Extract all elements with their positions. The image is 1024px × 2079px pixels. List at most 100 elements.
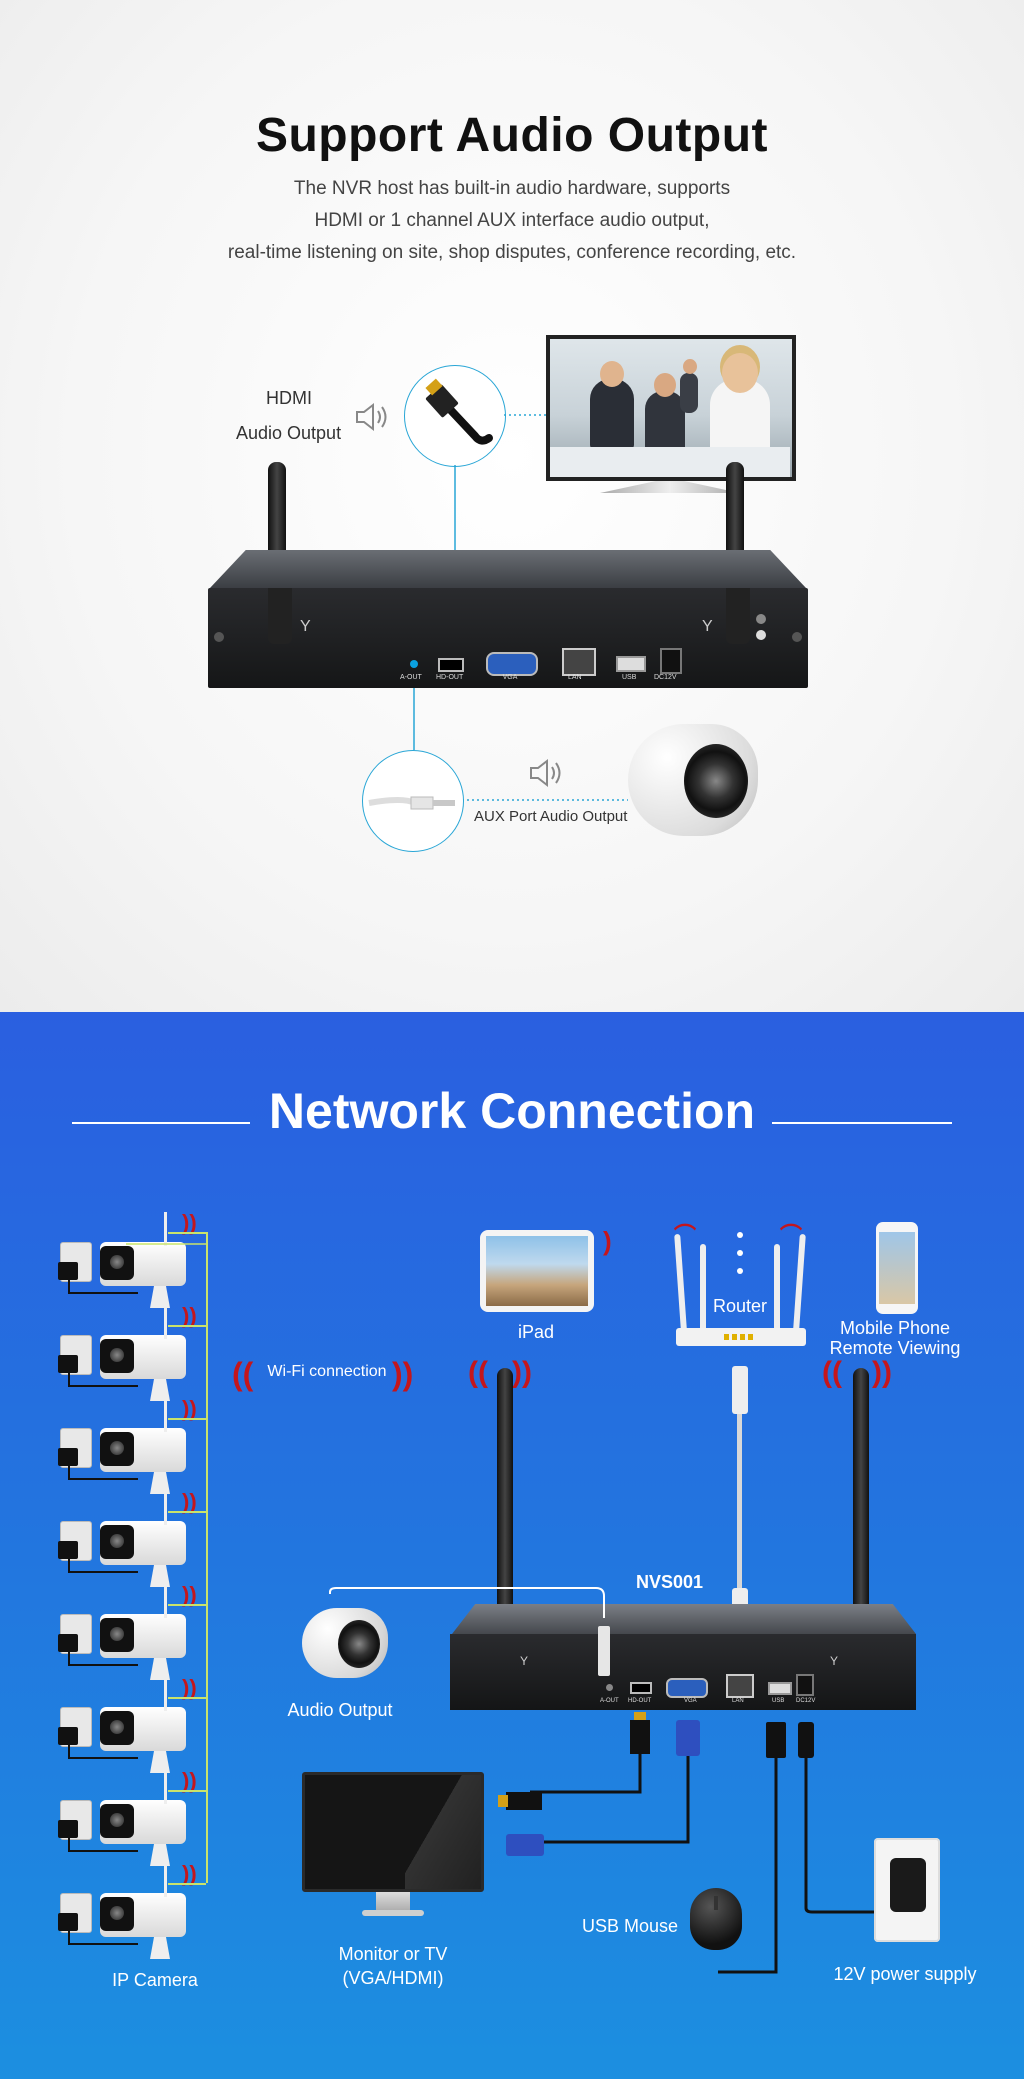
monitor-image	[302, 1772, 484, 1892]
camera-link-line	[168, 1697, 206, 1699]
screw-left	[214, 632, 224, 642]
camera-antenna	[164, 1584, 167, 1618]
title-divider-left	[72, 1122, 250, 1124]
port-label-usb: USB	[622, 674, 637, 681]
camera-power-adapter	[58, 1541, 78, 1559]
ip-camera	[54, 1584, 194, 1692]
ip-camera	[54, 1863, 194, 1971]
camera-power-adapter	[58, 1355, 78, 1373]
audio-desc-line-3: real-time listening on site, shop disput…	[227, 242, 797, 263]
wifi-signal-icon: ))	[182, 1303, 197, 1328]
port-label-vga: VGA	[684, 1698, 697, 1704]
camera-link-line	[168, 1883, 206, 1885]
television	[546, 335, 796, 481]
nvr-top-surface	[210, 550, 806, 588]
camera-link-line	[168, 1418, 206, 1420]
aux-plug	[598, 1626, 610, 1676]
vga-port	[666, 1678, 708, 1698]
wifi-signal-icon: ((	[822, 1356, 842, 1389]
a-out-port	[410, 660, 418, 668]
wifi-signal-icon: ((	[468, 1356, 488, 1389]
router-label: Router	[712, 1296, 768, 1316]
wifi-signal-icon: ))	[512, 1356, 532, 1389]
camera-power-adapter	[58, 1913, 78, 1931]
dc-plug	[798, 1722, 814, 1758]
antenna-symbol-icon: Y	[520, 1654, 529, 1668]
camera-antenna	[164, 1491, 167, 1525]
hdmi-plug	[498, 1792, 542, 1810]
power-outlet-image	[874, 1838, 940, 1942]
aux-audio-label: AUX Port Audio Output	[474, 808, 628, 825]
wifi-signal-icon: ))	[182, 1210, 197, 1235]
nvr-top-surface	[452, 1604, 916, 1634]
camera-bracket	[150, 1379, 170, 1401]
monitor-label-1: Monitor or TV	[338, 1944, 448, 1964]
hdmi-cable-icon	[425, 378, 493, 445]
antenna-symbol-icon: Y	[702, 618, 713, 635]
antenna-symbol-icon: Y	[830, 1654, 839, 1668]
port-label-usb: USB	[772, 1698, 785, 1704]
ip-camera	[54, 1677, 194, 1785]
camera-cable	[68, 1931, 70, 1945]
wifi-signal-icon: )	[603, 1226, 612, 1256]
lan-port	[562, 648, 596, 676]
antenna-right	[853, 1368, 869, 1644]
ipad-image	[480, 1230, 594, 1312]
camera-bracket	[150, 1565, 170, 1587]
a-out-port	[606, 1684, 613, 1691]
audio-section-title: Support Audio Output	[255, 109, 769, 162]
camera-cable	[68, 1466, 70, 1480]
usb-mouse-label: USB Mouse	[581, 1916, 679, 1936]
wifi-signal-icon: ⌒	[780, 1223, 803, 1248]
mobile-label-2: Remote Viewing	[829, 1338, 961, 1358]
nvr-device-rear: Y Y A-OUT HD-OUT VGA LAN USB DC12V	[208, 588, 808, 688]
camera-antenna	[164, 1305, 167, 1339]
usb-port	[616, 656, 646, 672]
hdmi-audio-label-1: HDMI	[266, 388, 312, 408]
hdmi-audio-label-2: Audio Output	[236, 423, 342, 443]
ground-icon	[756, 630, 766, 640]
tv-screen-meeting-image	[550, 339, 792, 477]
wifi-signal-icon: ))	[392, 1356, 414, 1392]
wifi-signal-icon: ))	[182, 1768, 197, 1793]
nvr-model-label: NVS001	[636, 1572, 704, 1592]
wifi-signal-icon: ))	[182, 1675, 197, 1700]
wifi-signal-icon: ((	[232, 1356, 254, 1392]
router-antenna	[700, 1244, 706, 1344]
vga-port	[486, 652, 538, 676]
port-label-lan: LAN	[732, 1698, 744, 1704]
audio-section	[0, 0, 1024, 1012]
camera-cable	[68, 1652, 70, 1666]
hdmi-plug	[630, 1712, 650, 1754]
audio-output-label: Audio Output	[287, 1700, 393, 1720]
ipad-label: iPad	[517, 1322, 555, 1342]
camera-antenna	[164, 1398, 167, 1432]
port-label-lan: LAN	[568, 674, 582, 681]
vga-plug	[676, 1720, 700, 1756]
speaker-icon	[356, 402, 387, 432]
port-label-hd-out: HD-OUT	[628, 1698, 652, 1704]
nvr-device-rear: Y Y A-OUT HD-OUT VGA LAN USB DC12V	[450, 1634, 916, 1710]
power-supply-label: 12V power supply	[833, 1964, 977, 1984]
camera-bracket	[150, 1286, 170, 1308]
hdmi-port	[630, 1682, 652, 1694]
monitor-label-2: (VGA/HDMI)	[342, 1968, 444, 1988]
port-label-dc12v: DC12V	[796, 1698, 816, 1704]
audio-desc-line-1: The NVR host has built-in audio hardware…	[293, 178, 731, 199]
camera-bracket	[150, 1844, 170, 1866]
camera-cable	[68, 1373, 70, 1387]
camera-power-adapter	[58, 1820, 78, 1838]
camera-link-trunk	[206, 1232, 208, 1883]
wifi-signal-icon: ))	[182, 1582, 197, 1607]
usb-mouse-image	[690, 1888, 742, 1950]
ip-camera	[54, 1770, 194, 1878]
camera-cable	[68, 1745, 70, 1759]
camera-power-adapter	[58, 1262, 78, 1280]
camera-cable	[68, 1280, 70, 1294]
aux-cable-callout	[362, 750, 464, 852]
ip-camera	[54, 1491, 194, 1599]
port-label-a-out: A-OUT	[600, 1698, 619, 1704]
monitor-base	[362, 1910, 424, 1916]
lan-plug	[732, 1366, 748, 1414]
camera-link-line	[168, 1232, 206, 1234]
